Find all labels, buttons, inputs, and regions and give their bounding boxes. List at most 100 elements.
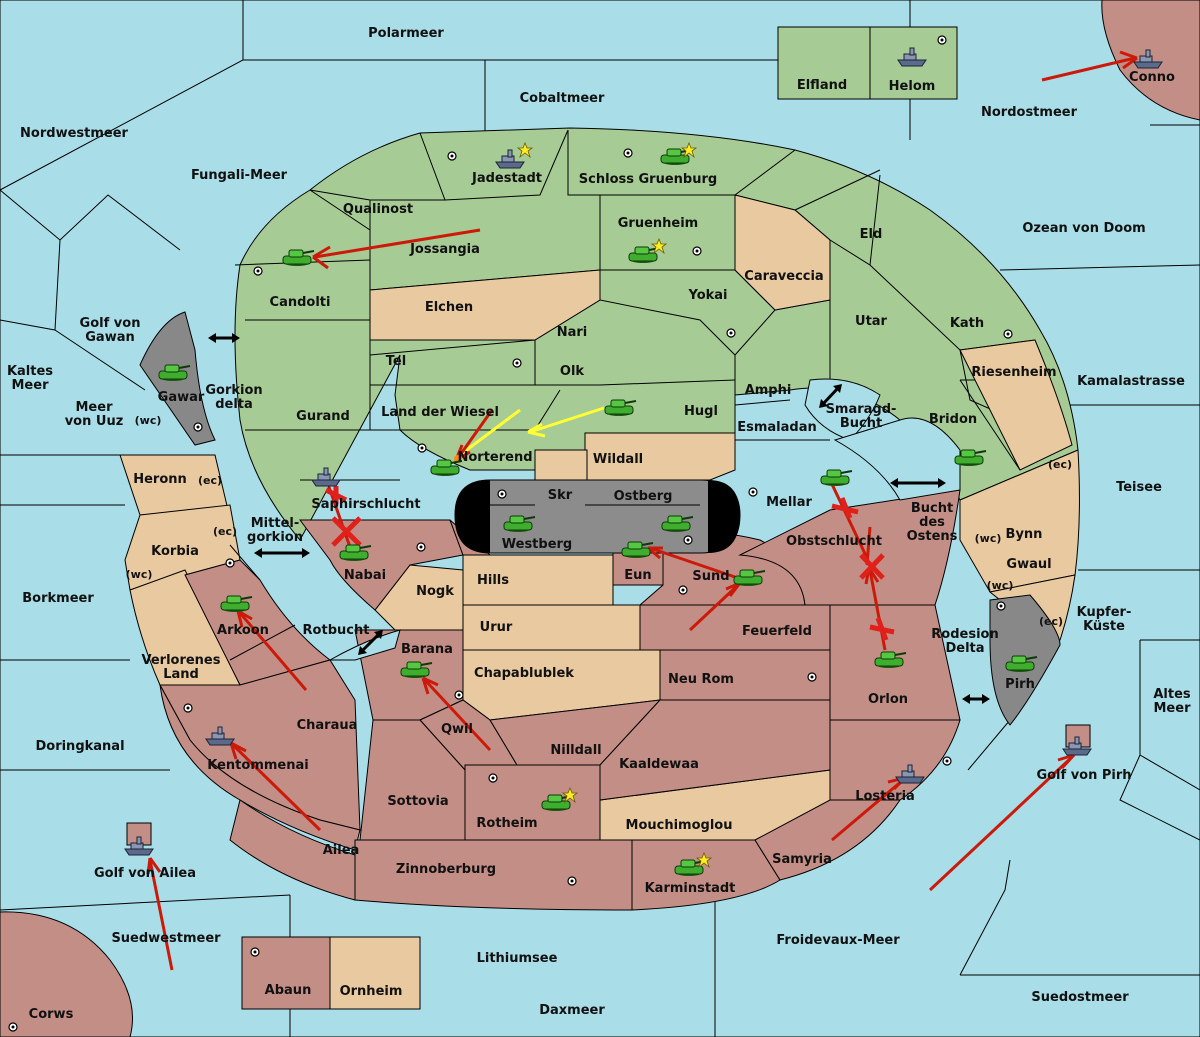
supply-center-icon [692, 246, 702, 256]
label-eun: Eun [624, 568, 651, 583]
impassable-cap-left [455, 480, 490, 553]
label-smaragd-2: Bucht [840, 416, 882, 431]
label-coast-ec: (ec) [1048, 458, 1072, 471]
region-elfland[interactable] [777, 26, 871, 100]
coast-labels: (wc) (ec) (ec) (wc) (ec) (wc) (wc) (ec) [126, 414, 1072, 628]
region-ornheim[interactable] [329, 936, 421, 1010]
label-nari: Nari [557, 325, 588, 340]
label-daxmeer: Daxmeer [539, 1003, 605, 1018]
sea-labels: Polarmeer Cobaltmeer Nordwestmeer Nordos… [7, 26, 1191, 1018]
label-corws: Corws [29, 1007, 74, 1022]
label-orlon: Orlon [868, 692, 908, 707]
impassable-block [454, 479, 741, 554]
label-mittel-1: Mittel- [251, 516, 300, 531]
label-altes-1: Altes [1153, 687, 1191, 702]
impassable-cap-right [708, 480, 740, 553]
failed-order-marks [324, 455, 895, 641]
label-barana: Barana [401, 642, 453, 657]
label-losteria: Losteria [855, 789, 915, 804]
supply-center-icon [225, 558, 235, 568]
label-eld: Eld [860, 227, 883, 242]
label-korbia: Korbia [151, 544, 199, 559]
supply-center-icon [1003, 329, 1013, 339]
label-elchen: Elchen [425, 300, 473, 315]
region-riesenheim[interactable] [959, 339, 1073, 471]
supply-center-icon [748, 487, 758, 497]
label-doringkanal: Doringkanal [35, 739, 124, 754]
supply-center-icon [726, 328, 736, 338]
sea-smaragd-bucht[interactable] [804, 378, 881, 441]
label-arkoon: Arkoon [217, 623, 269, 638]
label-utar: Utar [855, 314, 888, 329]
label-hugl: Hugl [684, 404, 718, 419]
supply-center-icon [8, 1022, 18, 1032]
supply-centers [8, 35, 1013, 1032]
label-amphi: Amphi [745, 383, 792, 398]
supply-center-icon [996, 601, 1006, 611]
label-sund: Sund [692, 569, 729, 584]
label-nordostmeer: Nordostmeer [981, 105, 1078, 120]
supply-center-icon [250, 947, 260, 957]
label-rotheim: Rotheim [476, 816, 537, 831]
region-samyria[interactable] [754, 799, 901, 881]
label-sottovia: Sottovia [387, 794, 448, 809]
label-pirh: Pirh [1005, 677, 1035, 692]
label-suedwestmeer: Suedwestmeer [111, 931, 221, 946]
label-kaaldewaa: Kaaldewaa [619, 757, 699, 772]
label-polarmeer: Polarmeer [368, 26, 444, 41]
supply-center-icon [942, 756, 952, 766]
label-coast-ec: (ec) [213, 525, 237, 538]
label-meer-uuz-2: von Uuz [65, 414, 124, 429]
label-olk: Olk [560, 364, 585, 379]
label-ailea: Ailea [323, 843, 360, 858]
label-samyria: Samyria [772, 852, 832, 867]
label-jossangia: Jossangia [409, 242, 480, 257]
label-golf-gawan-1: Golf von [80, 316, 141, 331]
label-verlorenes-2: Land [163, 667, 199, 682]
label-nilldall: Nilldall [550, 743, 601, 758]
label-charaua: Charaua [297, 718, 358, 733]
label-abaun: Abaun [265, 983, 312, 998]
label-kentommenai: Kentommenai [207, 758, 308, 773]
supply-center-icon [512, 358, 522, 368]
supply-center-icon [193, 422, 203, 432]
failed-order-icon [859, 553, 885, 580]
region-zinnoberburg[interactable] [354, 839, 633, 911]
label-gurand: Gurand [296, 409, 350, 424]
supply-center-icon [678, 585, 688, 595]
label-golf-von-ailea: Golf von Ailea [94, 866, 196, 881]
double-arrow-icon [254, 548, 310, 558]
label-yokai: Yokai [687, 288, 727, 303]
region-caraveccia[interactable] [734, 194, 831, 311]
label-gorkion-delta-1: Gorkion [205, 383, 262, 398]
label-obstschlucht: Obstschlucht [786, 534, 882, 549]
supply-center-icon [183, 703, 193, 713]
label-coast-ec: (ec) [198, 474, 222, 487]
label-teisee: Teisee [1116, 480, 1162, 495]
supply-center-icon [417, 443, 427, 453]
label-bucht-1: Bucht [911, 501, 953, 516]
connection-arrows [208, 333, 990, 704]
region-corws[interactable] [0, 911, 133, 1037]
label-westberg: Westberg [502, 537, 572, 552]
double-arrow-icon [358, 630, 383, 655]
label-gorkion-delta-2: delta [215, 397, 253, 412]
region-elchen[interactable] [369, 269, 601, 341]
label-borkmeer: Borkmeer [22, 591, 94, 606]
double-arrow-icon [962, 694, 990, 704]
label-kupfer-1: Kupfer- [1077, 605, 1132, 620]
label-kaltes-2: Meer [12, 378, 50, 393]
label-riesenheim: Riesenheim [971, 365, 1056, 380]
label-urur: Urur [480, 620, 513, 635]
label-fungali-meer: Fungali-Meer [191, 168, 288, 183]
label-conno: Conno [1129, 70, 1175, 85]
supply-center-icon [416, 542, 426, 552]
failed-order-icon [869, 617, 895, 641]
failed-order-icon [324, 486, 348, 504]
sea-bucht-des-ostens[interactable] [833, 417, 961, 501]
label-caraveccia: Caraveccia [744, 269, 823, 284]
label-nordwestmeer: Nordwestmeer [20, 126, 128, 141]
label-meer-uuz-1: Meer [76, 400, 114, 415]
region-kentommenai[interactable] [159, 684, 361, 851]
region-nabai[interactable] [299, 519, 464, 611]
